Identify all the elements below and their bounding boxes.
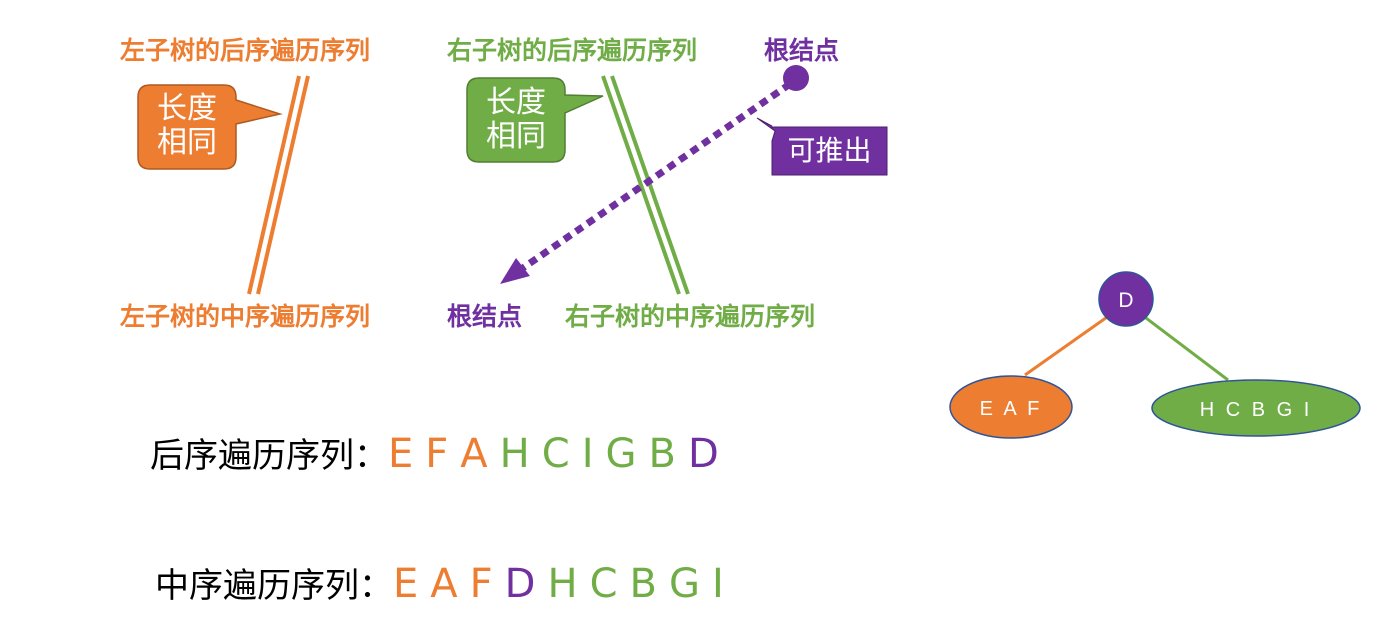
left-callout-line-2: 相同 <box>157 125 217 160</box>
postorder-char: G <box>605 431 637 477</box>
tree-node-right-label: H C B G I <box>1200 399 1313 421</box>
inorder-char: F <box>469 561 493 607</box>
tree-node-root-label: D <box>1118 289 1133 312</box>
tree-node-left <box>949 375 1073 439</box>
left-length-link-lines <box>247 75 310 295</box>
postorder-char: E <box>388 431 414 477</box>
inorder-char: C <box>589 561 618 607</box>
left-callout-bubble <box>137 84 283 170</box>
tree-node-left-label: E A F <box>980 398 1043 420</box>
deduce-callout-text: 可推出 <box>787 134 872 167</box>
root-inorder-label: 根结点 <box>447 302 523 331</box>
deduce-arrowhead <box>500 258 530 284</box>
inorder-char: B <box>629 561 657 607</box>
right-callout-text: 长度 相同 <box>467 86 565 154</box>
tree-edge-left <box>1024 313 1111 377</box>
right-callout-line-2: 相同 <box>486 119 546 154</box>
root-postorder-label: 根结点 <box>764 36 840 65</box>
postorder-char: C <box>541 431 570 477</box>
inorder-char: G <box>668 561 700 607</box>
postorder-char: A <box>460 431 488 477</box>
inorder-char: A <box>430 561 458 607</box>
right-subtree-postorder-label: 右子树的后序遍历序列 <box>447 36 698 65</box>
postorder-char: H <box>499 431 530 477</box>
tree-node-right <box>1151 379 1361 437</box>
postorder-char: B <box>648 431 676 477</box>
tree-edge-right <box>1141 313 1229 382</box>
inorder-char: I <box>711 561 724 607</box>
postorder-char: F <box>425 431 449 477</box>
postorder-label: 后序遍历序列： <box>150 436 388 476</box>
result-tree: D E A F H C B G I <box>949 271 1361 439</box>
right-subtree-inorder-label: 右子树的中序遍历序列 <box>565 302 816 331</box>
postorder-char: I <box>581 431 594 477</box>
left-callout-text: 长度 相同 <box>138 92 236 160</box>
deduce-arrow <box>518 81 792 273</box>
left-subtree-postorder-label: 左子树的后序遍历序列 <box>120 36 371 65</box>
root-dot <box>783 65 809 91</box>
left-subtree-inorder-label: 左子树的中序遍历序列 <box>120 302 371 331</box>
postorder-char: D <box>687 431 719 477</box>
inorder-char: E <box>393 561 419 607</box>
inorder-label: 中序遍历序列： <box>155 566 393 606</box>
left-callout-line-1: 长度 <box>157 91 217 126</box>
right-callout-line-1: 长度 <box>486 85 546 120</box>
deduce-callout-bubble <box>756 117 888 176</box>
right-length-link-lines <box>601 75 690 295</box>
right-callout-bubble <box>466 77 604 163</box>
inorder-char: H <box>547 561 578 607</box>
inorder-char: D <box>504 561 536 607</box>
tree-node-root <box>1098 271 1154 327</box>
